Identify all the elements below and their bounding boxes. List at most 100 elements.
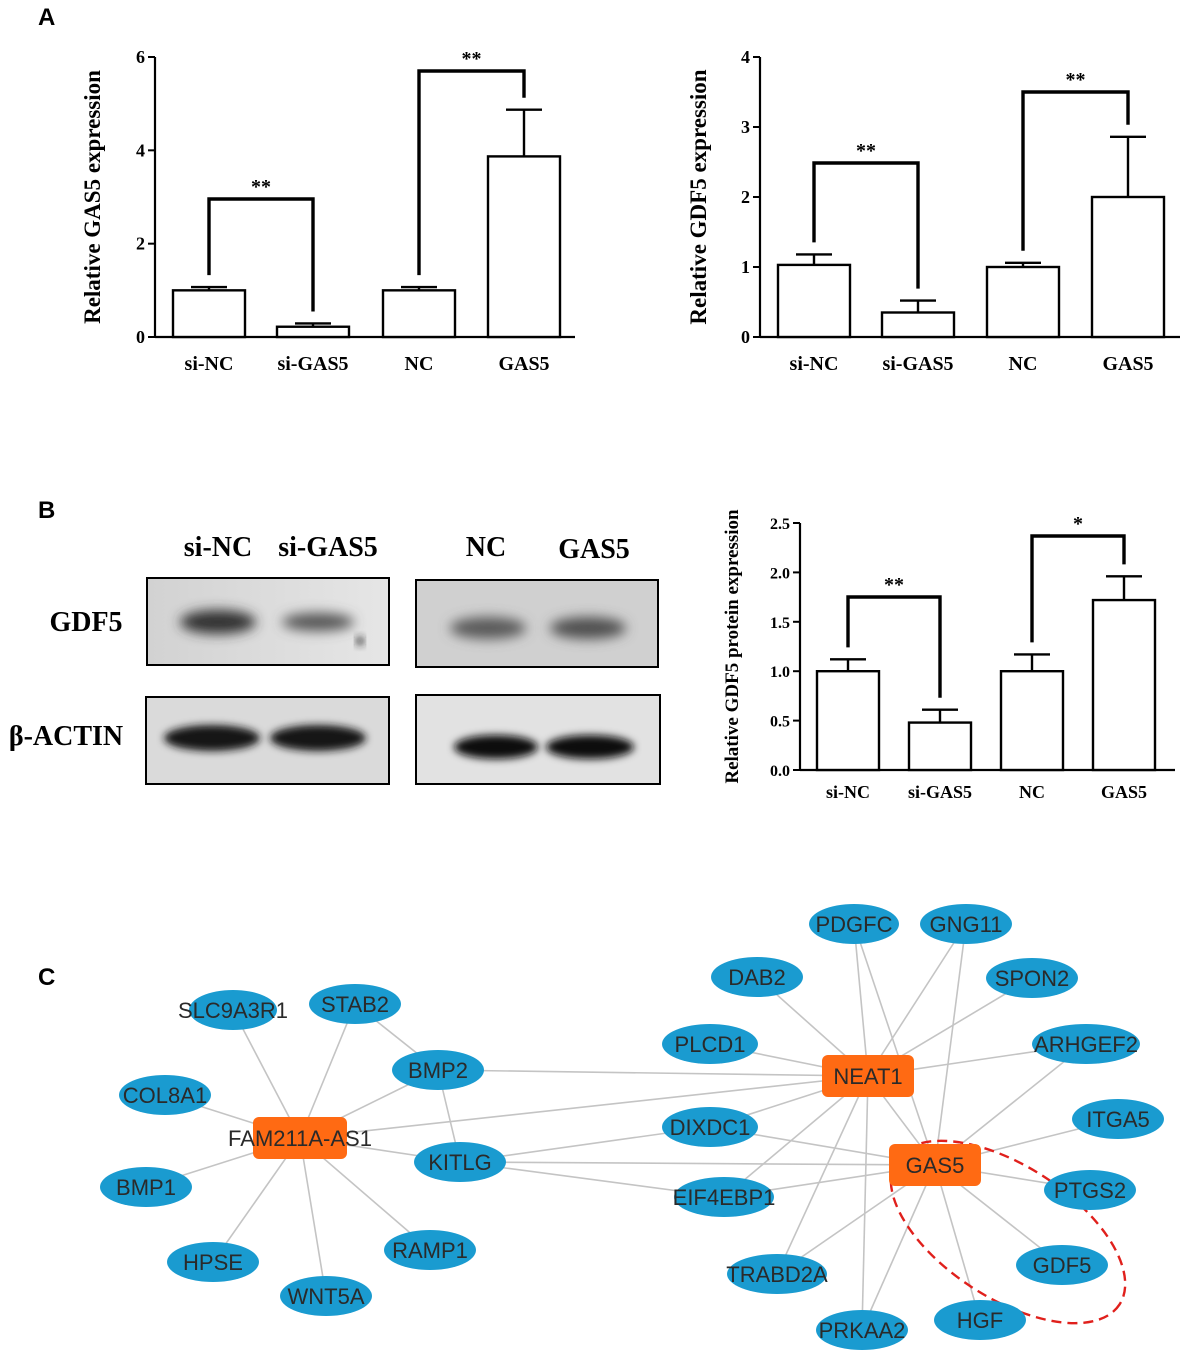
node-stab2 [309, 984, 401, 1024]
edge-neat1-gng11 [867, 923, 967, 1077]
lane-label-si-gas5: si-GAS5 [278, 532, 378, 563]
hub-label-neat1: NEAT1 [833, 1064, 902, 1089]
node-ramp1 [384, 1230, 476, 1270]
category-label: si-GAS5 [882, 353, 953, 375]
bar-si-gas5 [275, 325, 351, 339]
node-label-gdf5: GDF5 [1033, 1253, 1092, 1278]
bar-si-gas5 [907, 721, 973, 772]
blot-row-beta-actin: β-ACTIN [9, 721, 123, 752]
significance-label: ** [884, 574, 904, 596]
y-tick-label: 1.5 [770, 615, 790, 632]
node-label-trabd2a: TRABD2A [726, 1262, 828, 1287]
band-gdf5-si-gas5 [282, 613, 354, 631]
y-tick-label: 1.0 [770, 664, 790, 681]
band-gdf5-gas5 [550, 617, 626, 639]
node-ptgs2 [1044, 1170, 1136, 1210]
node-bmp2 [392, 1050, 484, 1090]
y-tick-label: 0 [136, 327, 145, 347]
node-col8a1 [119, 1075, 211, 1115]
y-tick-label: 6 [136, 47, 145, 67]
node-spon2 [986, 958, 1078, 998]
panel-label-b: B [38, 497, 55, 524]
edge-neat1-trabd2a [776, 1075, 869, 1275]
y-tick-label: 1 [741, 257, 750, 277]
category-label: NC [1009, 353, 1038, 375]
lane-label-nc: NC [466, 532, 506, 563]
category-label: si-NC [826, 782, 870, 802]
category-label: GAS5 [498, 353, 549, 375]
node-label-col8a1: COL8A1 [123, 1083, 207, 1108]
edge-fam211a-as1-slc9a3r1 [232, 1009, 301, 1139]
significance-label: ** [251, 176, 271, 198]
edge-gas5-hgf [934, 1164, 981, 1321]
band-actin-nc [454, 735, 538, 759]
node-label-itga5: ITGA5 [1086, 1107, 1150, 1132]
category-label: si-NC [185, 353, 234, 375]
band-actin-gas5 [546, 735, 634, 759]
edge-gas5-gng11 [934, 923, 967, 1166]
y-axis-label: Relative GDF5 expression [686, 69, 711, 324]
category-label: NC [1019, 782, 1045, 802]
significance-label: ** [462, 48, 482, 70]
band-gdf5-nc [450, 617, 526, 639]
node-arhgef2 [1032, 1024, 1140, 1064]
bar-si-nc [171, 289, 247, 339]
significance-label: * [1073, 513, 1083, 535]
western-blot: si-NC si-GAS5 NC GAS5 GDF5 β-ACTIN [9, 532, 661, 785]
edge-kitlg-gas5 [459, 1161, 936, 1166]
node-label-kitlg: KITLG [428, 1150, 492, 1175]
category-label: si-NC [790, 353, 839, 375]
hub-label-fam211a-as1: FAM211A-AS1 [228, 1126, 372, 1151]
bar-nc [985, 265, 1061, 339]
bar-si-nc [815, 670, 881, 772]
y-tick-label: 2.5 [770, 516, 790, 533]
y-tick-label: 2 [136, 234, 145, 254]
node-label-plcd1: PLCD1 [675, 1032, 746, 1057]
node-label-bmp1: BMP1 [116, 1175, 176, 1200]
significance-bracket [1021, 90, 1130, 251]
bar-gas5 [1091, 598, 1157, 772]
node-trabd2a [727, 1254, 827, 1294]
node-dixdc1 [662, 1107, 758, 1147]
node-label-wnt5a: WNT5A [288, 1284, 365, 1309]
blot-row-gdf5: GDF5 [49, 607, 122, 638]
node-label-hpse: HPSE [183, 1250, 243, 1275]
edge-neat1-prkaa2 [861, 1075, 869, 1331]
node-label-spon2: SPON2 [995, 966, 1070, 991]
y-axis-label: Relative GAS5 expression [80, 70, 105, 324]
y-tick-label: 4 [136, 140, 145, 160]
node-dab2 [711, 957, 803, 997]
bar-gas5 [1090, 195, 1166, 339]
node-label-ramp1: RAMP1 [392, 1238, 468, 1263]
edge-gas5-pdgfc [853, 923, 936, 1166]
y-tick-label: 0 [741, 327, 750, 347]
node-label-dixdc1: DIXDC1 [670, 1115, 751, 1140]
node-label-pdgfc: PDGFC [816, 912, 893, 937]
category-label: NC [405, 353, 434, 375]
bar-nc [381, 289, 457, 339]
node-plcd1 [662, 1024, 758, 1064]
node-label-stab2: STAB2 [321, 992, 389, 1017]
node-gng11 [920, 904, 1012, 944]
y-tick-label: 0.0 [770, 763, 790, 780]
y-tick-label: 0.5 [770, 714, 790, 731]
node-wnt5a [280, 1276, 372, 1316]
node-hgf [934, 1300, 1026, 1340]
y-tick-label: 2.0 [770, 565, 790, 582]
bar-si-gas5 [880, 311, 956, 339]
node-pdgfc [809, 904, 899, 944]
significance-label: ** [1066, 69, 1086, 91]
node-label-bmp2: BMP2 [408, 1058, 468, 1083]
node-gdf5 [1016, 1245, 1108, 1285]
node-bmp1 [100, 1167, 192, 1207]
edge-fam211a-as1-wnt5a [299, 1137, 327, 1297]
hub-neat1 [822, 1055, 914, 1097]
node-label-ptgs2: PTGS2 [1054, 1178, 1126, 1203]
node-label-slc9a3r1: SLC9A3R1 [178, 998, 288, 1023]
bar-nc [999, 670, 1065, 772]
panel-label-a: A [38, 4, 55, 31]
category-label: si-GAS5 [277, 353, 348, 375]
